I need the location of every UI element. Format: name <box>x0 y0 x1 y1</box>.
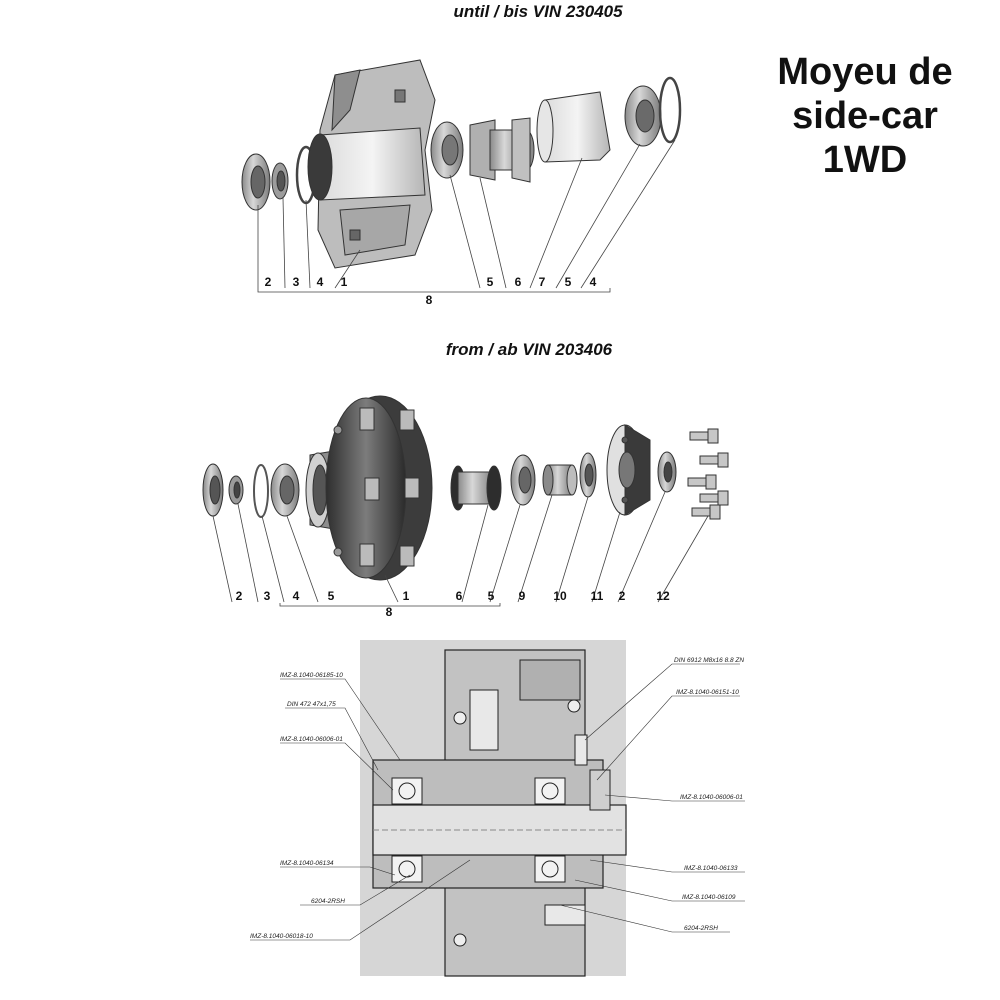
section-drawing <box>360 640 627 977</box>
mid-part-seal-right <box>579 452 597 498</box>
mid-callout: 11 <box>591 589 604 603</box>
top-callout: 6 <box>515 275 522 289</box>
middle-exploded-view <box>202 395 729 607</box>
top-callout: 1 <box>341 275 348 289</box>
mid-callout: 12 <box>656 589 670 603</box>
mid-part-collar <box>228 475 244 505</box>
mid-part-seal-left <box>202 463 224 517</box>
top-group-bracket <box>257 288 611 293</box>
section-label-left: 6204-2RSH <box>311 898 345 905</box>
top-callout: 4 <box>317 275 324 289</box>
section-label-right: DIN 6912 М8х16 8.8 ZN <box>674 657 744 664</box>
section-label-right: IМZ-8.1040-06133 <box>684 865 738 872</box>
section-label-left: DIN 472 47х1,75 <box>287 701 336 708</box>
top-exploded-view <box>241 59 682 293</box>
mid-callout: 4 <box>293 589 300 603</box>
top-part-seal <box>241 153 271 211</box>
top-callout: 5 <box>487 275 494 289</box>
top-part-circlip-right <box>658 76 682 144</box>
section-label-right: IМZ-8.1040-06006-01 <box>680 794 743 801</box>
top-part-bearing-left <box>430 121 464 179</box>
title-line-1: Moyeu de <box>777 51 953 93</box>
mid-part-hub <box>305 395 433 581</box>
top-part-collar <box>271 162 289 200</box>
section-right-labels: DIN 6912 М8х16 8.8 ZN IМZ-8.1040-06151-1… <box>674 657 744 932</box>
top-part-spacer <box>469 117 535 183</box>
mid-callout: 5 <box>488 589 495 603</box>
section-leader-lines <box>250 663 745 941</box>
section-left-labels: IМZ-8.1040-06185-10 DIN 472 47х1,75 IМZ-… <box>250 672 345 940</box>
mid-callout: 1 <box>403 589 410 603</box>
mid-part-circlip <box>253 464 269 518</box>
mid-part-flange <box>606 424 651 516</box>
section-label-right: IМZ-8.1040-06151-10 <box>676 689 739 696</box>
section-label-left: IМZ-8.1040-06134 <box>280 860 334 867</box>
top-part-sleeve <box>536 91 611 163</box>
section-label-right: IМZ-8.1040-06109 <box>682 894 736 901</box>
top-bracket-label: 8 <box>426 293 433 307</box>
section-label-left: IМZ-8.1040-06018-10 <box>250 933 313 940</box>
mid-part-seal-outer <box>657 451 677 493</box>
mid-callout: 9 <box>519 589 526 603</box>
section-label-right: 6204-2RSH <box>684 925 718 932</box>
mid-callout: 5 <box>328 589 335 603</box>
middle-callout-numbers: 2 3 4 5 1 6 5 9 10 11 2 12 8 <box>236 589 670 619</box>
top-part-hub-housing <box>307 59 436 269</box>
mid-callout: 3 <box>264 589 271 603</box>
heading-until-vin: until / bis VIN 230405 <box>453 2 623 21</box>
page-title: Moyeu de side-car 1WD <box>750 50 980 182</box>
mid-leader-lines <box>212 491 709 603</box>
heading-from-vin: from / ab VIN 203406 <box>445 340 613 359</box>
mid-callout: 2 <box>236 589 243 603</box>
section-label-left: IМZ-8.1040-06185-10 <box>280 672 343 679</box>
mid-part-bearing-left <box>270 463 300 517</box>
title-line-2: side-car <box>792 95 938 137</box>
section-label-left: IМZ-8.1040-06006-01 <box>280 736 343 743</box>
top-leader-lines <box>257 139 676 289</box>
mid-part-bolts <box>687 428 729 520</box>
top-callout-numbers: 2 3 4 1 5 6 7 5 4 8 <box>265 275 597 307</box>
top-callout: 3 <box>293 275 300 289</box>
top-callout: 4 <box>590 275 597 289</box>
top-callout: 2 <box>265 275 272 289</box>
mid-callout: 2 <box>619 589 626 603</box>
mid-group-bracket <box>279 603 501 607</box>
mid-callout: 6 <box>456 589 463 603</box>
mid-bracket-label: 8 <box>386 605 393 619</box>
mid-part-bearing-right <box>510 454 536 506</box>
top-callout: 5 <box>565 275 572 289</box>
mid-callout: 10 <box>553 589 567 603</box>
top-part-bearing-right <box>624 85 662 147</box>
mid-part-spacer <box>450 465 502 511</box>
mid-part-bush <box>542 464 578 496</box>
section-bearings <box>391 777 566 883</box>
top-callout: 7 <box>539 275 546 289</box>
title-line-3: 1WD <box>822 139 908 181</box>
